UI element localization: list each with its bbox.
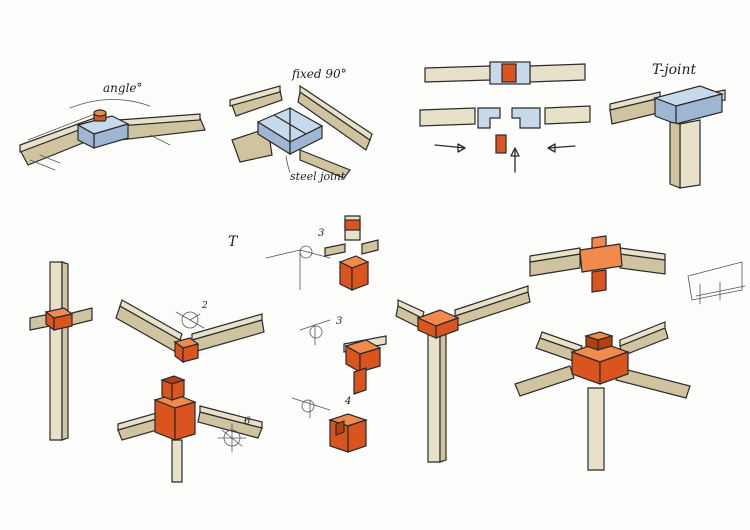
sketch-four-way-joint xyxy=(514,321,691,471)
label-fixed-90: fixed 90° xyxy=(291,67,347,81)
sketch-corner-post xyxy=(395,285,531,463)
sketch-cross-joint xyxy=(529,235,666,293)
sketch-angle-joint xyxy=(19,99,206,171)
label-t-mark: T xyxy=(228,234,239,250)
label-t-joint: T-joint xyxy=(652,62,697,78)
label-num-3a: 3 xyxy=(318,228,324,239)
sketch-t-joint xyxy=(609,85,726,189)
sketch-post-joint xyxy=(29,261,93,441)
sketch-six-way-joint xyxy=(117,375,263,483)
label-num-2: 2 xyxy=(201,301,208,311)
label-angle: angle° xyxy=(103,81,143,95)
label-steel-joint: steel joint xyxy=(290,170,346,183)
sketch-fixed-steel-joint xyxy=(229,84,373,179)
sketch-three-four-way-joints xyxy=(265,215,387,453)
sketch-corner-joint xyxy=(115,299,265,364)
sketch-exploded-joint xyxy=(419,61,591,173)
label-num-3b: 3 xyxy=(336,316,342,327)
sketch-pencil-corner xyxy=(687,261,746,305)
label-num-6: 6 xyxy=(244,416,251,427)
label-num-4: 4 xyxy=(344,396,351,407)
